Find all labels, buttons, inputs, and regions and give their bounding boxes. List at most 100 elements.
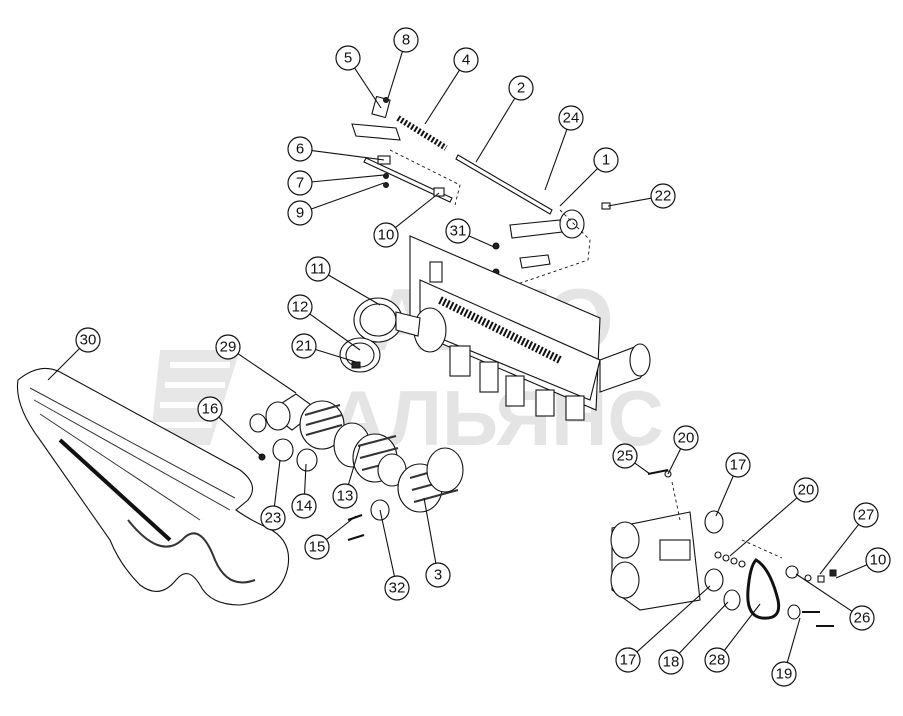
callout-number: 19 [776,666,793,683]
leader-line [819,524,860,575]
callout-circle [287,136,313,162]
callout-circle [335,45,361,71]
leader-line [559,168,598,207]
callout-circle [384,575,410,601]
callout-25: 25 [612,443,651,475]
leader-line [311,182,385,210]
leader-line [468,235,495,248]
callout-number: 29 [220,339,237,356]
callout-22: 22 [607,183,676,209]
callout-number: 15 [309,539,326,556]
belt-30 [16,367,290,606]
leader-line [328,274,381,306]
callout-number: 21 [296,338,313,355]
callout-number: 9 [296,205,304,222]
leader-line [423,497,437,564]
clamps [339,297,421,373]
callout-number: 31 [450,223,467,240]
callout-circle [793,477,819,503]
leader-line [835,564,868,579]
callout-circle [373,222,399,248]
callout-circle [393,27,419,53]
callout-number: 30 [80,332,97,349]
callout-30: 30 [47,327,101,381]
callout-10: 10 [373,192,440,248]
callout-number: 32 [389,580,406,597]
leader-line [311,150,385,161]
callout-17: 17 [615,585,711,673]
callout-number: 5 [344,50,352,67]
callout-31: 31 [445,218,495,248]
callout-1: 1 [559,147,619,207]
callout-number: 18 [663,654,680,671]
callout-number: 27 [858,507,875,524]
callout-number: 3 [434,567,442,584]
leader-line [634,462,651,475]
leader-line [786,617,801,663]
leader-line [544,129,568,191]
leader-line [311,174,385,183]
leader-line [729,497,798,557]
rod-assembly [351,95,611,291]
callout-circle [508,75,534,101]
callout-number: 8 [402,32,410,49]
callout-7: 7 [287,170,385,196]
callout-number: 12 [292,299,309,316]
lower-right-assembly [610,469,837,627]
callout-23: 23 [260,459,286,531]
callout-21: 21 [291,333,357,363]
watermark-logo [150,350,240,445]
callout-circle [593,147,619,173]
callout-9: 9 [287,182,385,226]
callout-18: 18 [658,601,729,675]
leader-line [218,416,263,458]
callout-circle [658,649,684,675]
callout-circle [853,502,879,528]
callout-5: 5 [335,45,382,109]
callout-13: 13 [332,445,361,509]
callout-circle [75,327,101,353]
callout-circle [849,605,875,631]
leader-line [237,353,297,394]
callout-10: 10 [835,547,891,579]
callout-circle [291,493,317,519]
callout-circle [445,218,471,244]
callout-19: 19 [771,617,801,687]
leader-line [379,509,395,577]
callout-number: 17 [730,457,747,474]
callout-circle [612,443,638,469]
callout-number: 20 [798,482,815,499]
callout-15: 15 [304,515,357,560]
leader-line [607,197,652,207]
callout-number: 2 [517,80,525,97]
leader-line [347,445,361,485]
leader-line [387,51,403,99]
callout-circle [425,562,451,588]
callout-16: 16 [197,396,263,458]
callout-circle [291,333,317,359]
leader-line [715,475,734,517]
callout-14: 14 [291,463,317,519]
callout-circle [558,105,584,131]
callout-12: 12 [287,294,361,351]
callout-number: 10 [378,227,395,244]
callout-27: 27 [819,502,879,575]
callout-circle [287,200,313,226]
callout-number: 23 [265,510,282,527]
leader-line [424,69,460,125]
callout-circle [215,334,241,360]
callout-number: 24 [563,110,580,127]
leader-line [636,585,711,653]
callout-11: 11 [305,256,381,306]
callout-circle [704,647,730,673]
callout-26: 26 [795,573,875,631]
callout-number: 17 [620,652,637,669]
callout-29: 29 [215,334,297,394]
leader-line [475,97,516,163]
leader-line [395,192,440,228]
callout-number: 28 [709,652,726,669]
callout-number: 26 [854,610,871,627]
callout-circle [865,547,891,573]
